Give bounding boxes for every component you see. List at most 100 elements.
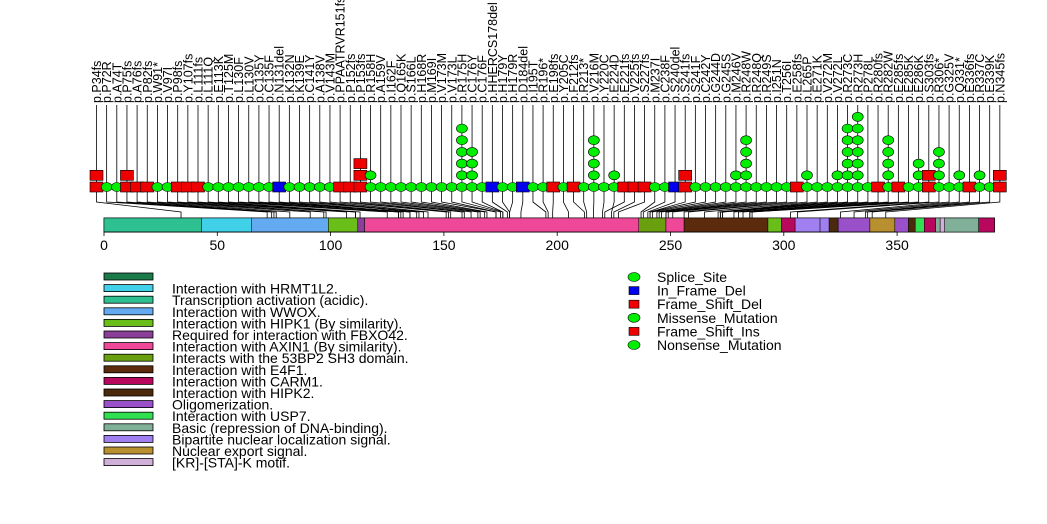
domain-legend-swatch <box>103 434 154 443</box>
mutation-marker <box>89 170 104 181</box>
mutation-label: p.R280fs <box>872 53 886 103</box>
mutation-label: p.Q165K <box>395 53 409 103</box>
position-connector <box>96 187 182 218</box>
mutation-label: p.E285fs <box>892 54 906 103</box>
mutation-column: p.Y107fs <box>181 54 347 218</box>
mutation-marker <box>709 182 722 192</box>
mutation-marker <box>577 182 590 192</box>
mutation-label: p.E113K <box>212 55 226 103</box>
domain-legend-swatch <box>103 458 154 467</box>
mutation-marker <box>943 182 955 192</box>
mutation-marker <box>882 135 895 145</box>
mutation-column: p.R248Q <box>665 53 764 218</box>
mutation-marker <box>851 147 864 157</box>
position-connector <box>563 187 569 218</box>
position-connector <box>299 187 420 218</box>
domain-legend-label: Interaction with AXIN1 (By similarity). <box>172 339 402 355</box>
domain-segment <box>328 217 359 233</box>
mutation-marker <box>841 123 854 134</box>
mutation-label: p.T256I <box>780 61 794 103</box>
position-connector <box>853 187 960 218</box>
mutation-marker <box>364 182 377 192</box>
domain-legend-swatch <box>103 330 154 339</box>
mutation-column: p.A74T <box>110 62 273 218</box>
position-connector <box>167 187 325 218</box>
mutation-column: p.K132N <box>283 54 404 218</box>
mutation-label: p.I251N <box>770 59 784 103</box>
mutation-marker <box>760 182 773 192</box>
mutation-marker <box>648 182 661 192</box>
mutation-column: p.G244D <box>656 53 723 218</box>
mutation-marker <box>953 170 966 181</box>
domain-legend-label: Bipartite nuclear localization signal. <box>172 431 391 447</box>
mutation-label: p.V173M <box>435 53 449 103</box>
position-connector <box>542 187 549 218</box>
mutation-marker <box>364 170 377 181</box>
mutation-column: p.E198fs <box>547 54 561 218</box>
mutation-marker <box>801 182 813 192</box>
domain-legend-label: Transcription activation (acidic). <box>172 292 368 308</box>
position-connector <box>156 187 311 218</box>
domain-segment <box>894 217 909 233</box>
mutation-legend-icon <box>627 312 641 323</box>
mutation-label: p.R158H <box>364 54 378 103</box>
domain-segment <box>908 217 916 233</box>
mutation-column: p.C238F <box>642 55 672 218</box>
domain-legend-swatch <box>103 400 154 409</box>
mutation-label: p.H168R <box>415 54 429 103</box>
mutation-label: p.V272L <box>831 56 845 103</box>
position-connector <box>617 187 645 218</box>
position-connector <box>431 187 488 218</box>
x-tick-label: 350 <box>885 237 909 253</box>
mutation-marker <box>882 158 895 169</box>
mutation-marker <box>851 170 864 181</box>
mutation-column: p.E336fs <box>864 54 977 218</box>
mutation-marker <box>456 158 468 169</box>
mutation-label: p.C242Y <box>699 54 713 103</box>
mutation-marker <box>912 158 925 169</box>
mutation-legend-label: Missense_Mutation <box>657 310 778 326</box>
mutation-marker <box>466 182 478 192</box>
domain-legend-label: Interaction with CARM1. <box>172 373 323 389</box>
mutation-legend-label: Frame_Shift_Ins <box>657 323 760 339</box>
mutation-label: p.V173L <box>445 56 459 103</box>
position-connector <box>451 187 497 218</box>
mutation-label: p.E336fs <box>963 54 977 103</box>
mutation-label: p.C135Y <box>252 54 266 103</box>
mutation-marker <box>740 182 752 192</box>
domain-legend-swatch <box>103 423 154 432</box>
position-connector <box>583 187 588 218</box>
domain-segment <box>683 217 769 233</box>
mutation-column: p.H179Y <box>496 54 511 218</box>
mutation-label: p.E271K <box>811 54 825 103</box>
position-connector <box>481 187 504 218</box>
mutation-marker <box>699 182 712 192</box>
mutation-marker <box>973 182 986 192</box>
mutation-marker <box>882 170 895 181</box>
domain-legend-label: Interaction with HIPK2. <box>172 385 314 401</box>
mutation-label: p.A159V <box>374 54 388 103</box>
mutation-column: p.S303fs <box>790 54 936 218</box>
position-connector <box>733 187 869 218</box>
domain-segment <box>944 217 979 233</box>
domain-segment <box>781 217 796 233</box>
mutation-legend-icon <box>628 299 640 309</box>
mutation-column: p.E286K <box>751 54 926 218</box>
position-connector <box>683 187 788 218</box>
position-connector <box>461 187 501 218</box>
mutation-column: p.P278L <box>733 56 875 218</box>
position-connector <box>187 187 347 218</box>
mutation-column: p.D184del <box>516 46 530 218</box>
mutation-marker <box>902 182 915 192</box>
position-connector <box>672 187 777 218</box>
mutation-label: p.G245S <box>719 54 733 103</box>
mutation-label: p.A74T <box>110 62 124 103</box>
domain-legend-swatch <box>103 446 154 455</box>
mutation-label: p.R249S <box>760 54 774 103</box>
mutation-legend-label: Splice_Site <box>657 269 727 285</box>
domain-segment <box>819 217 830 233</box>
mutation-label: p.S303fs <box>922 54 936 103</box>
mutation-marker <box>740 170 752 181</box>
mutation-label: p.P278L <box>861 56 875 103</box>
x-tick-label: 0 <box>100 237 108 253</box>
